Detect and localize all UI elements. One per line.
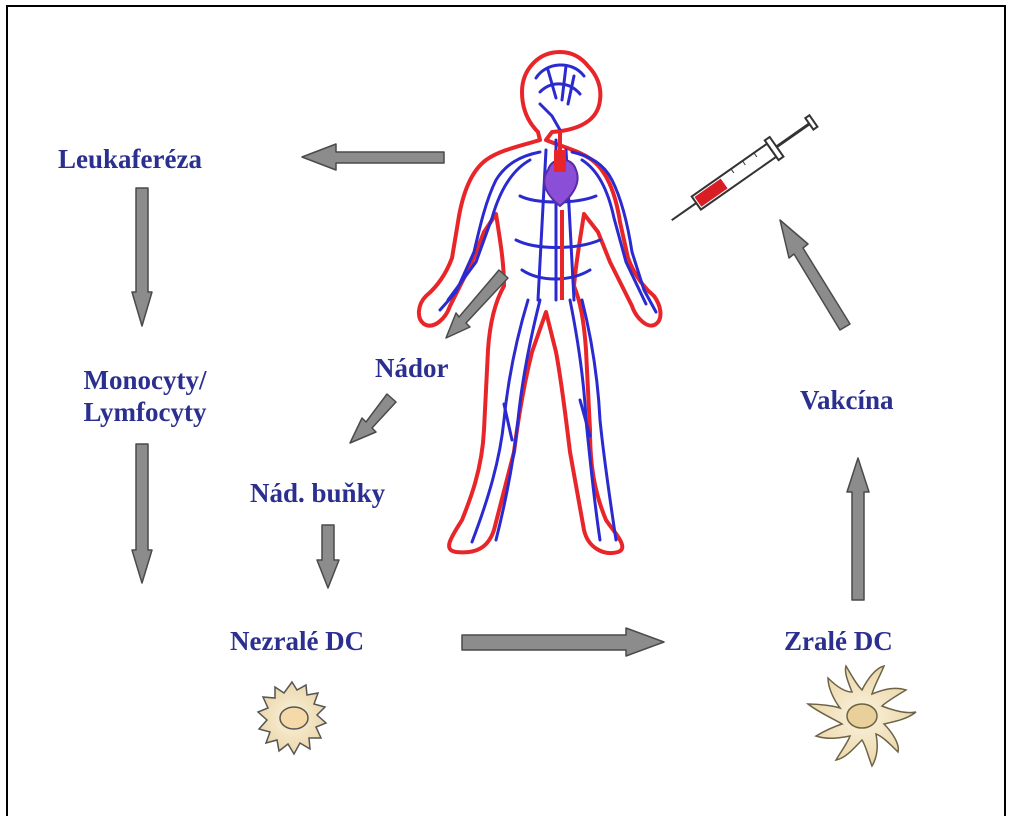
arrow-nador-to-nad-bunky — [350, 394, 396, 443]
label-vakcina: Vakcína — [800, 384, 894, 416]
arrow-nezrale-to-zrale-dc — [462, 628, 664, 656]
label-monocyty-line2: Lymfocyty — [60, 396, 230, 428]
arrow-body-to-leukafereza — [302, 144, 444, 170]
arrow-monocyty-down — [132, 444, 152, 583]
label-monocyty-line1: Monocyty/ — [60, 364, 230, 396]
label-zrale-dc: Zralé DC — [784, 625, 893, 657]
label-monocyty-lymfocyty: Monocyty/ Lymfocyty — [60, 364, 230, 428]
arrow-zrale-dc-to-vakcina — [847, 458, 869, 600]
immature-dendritic-cell-icon — [258, 682, 326, 754]
human-circulatory-figure-icon — [419, 52, 661, 553]
label-leukafereza: Leukaferéza — [58, 143, 202, 175]
mature-dendritic-cell-icon — [808, 666, 916, 766]
arrow-leukafereza-to-monocyty — [132, 188, 152, 326]
label-nezrale-dc: Nezralé DC — [230, 625, 364, 657]
label-nad-bunky: Nád. buňky — [250, 477, 385, 509]
arrow-nad-bunky-to-nezrale-dc — [317, 525, 339, 588]
label-nador: Nádor — [375, 352, 449, 384]
arrow-vakcina-to-syringe — [780, 220, 850, 330]
syringe-icon — [665, 111, 820, 230]
